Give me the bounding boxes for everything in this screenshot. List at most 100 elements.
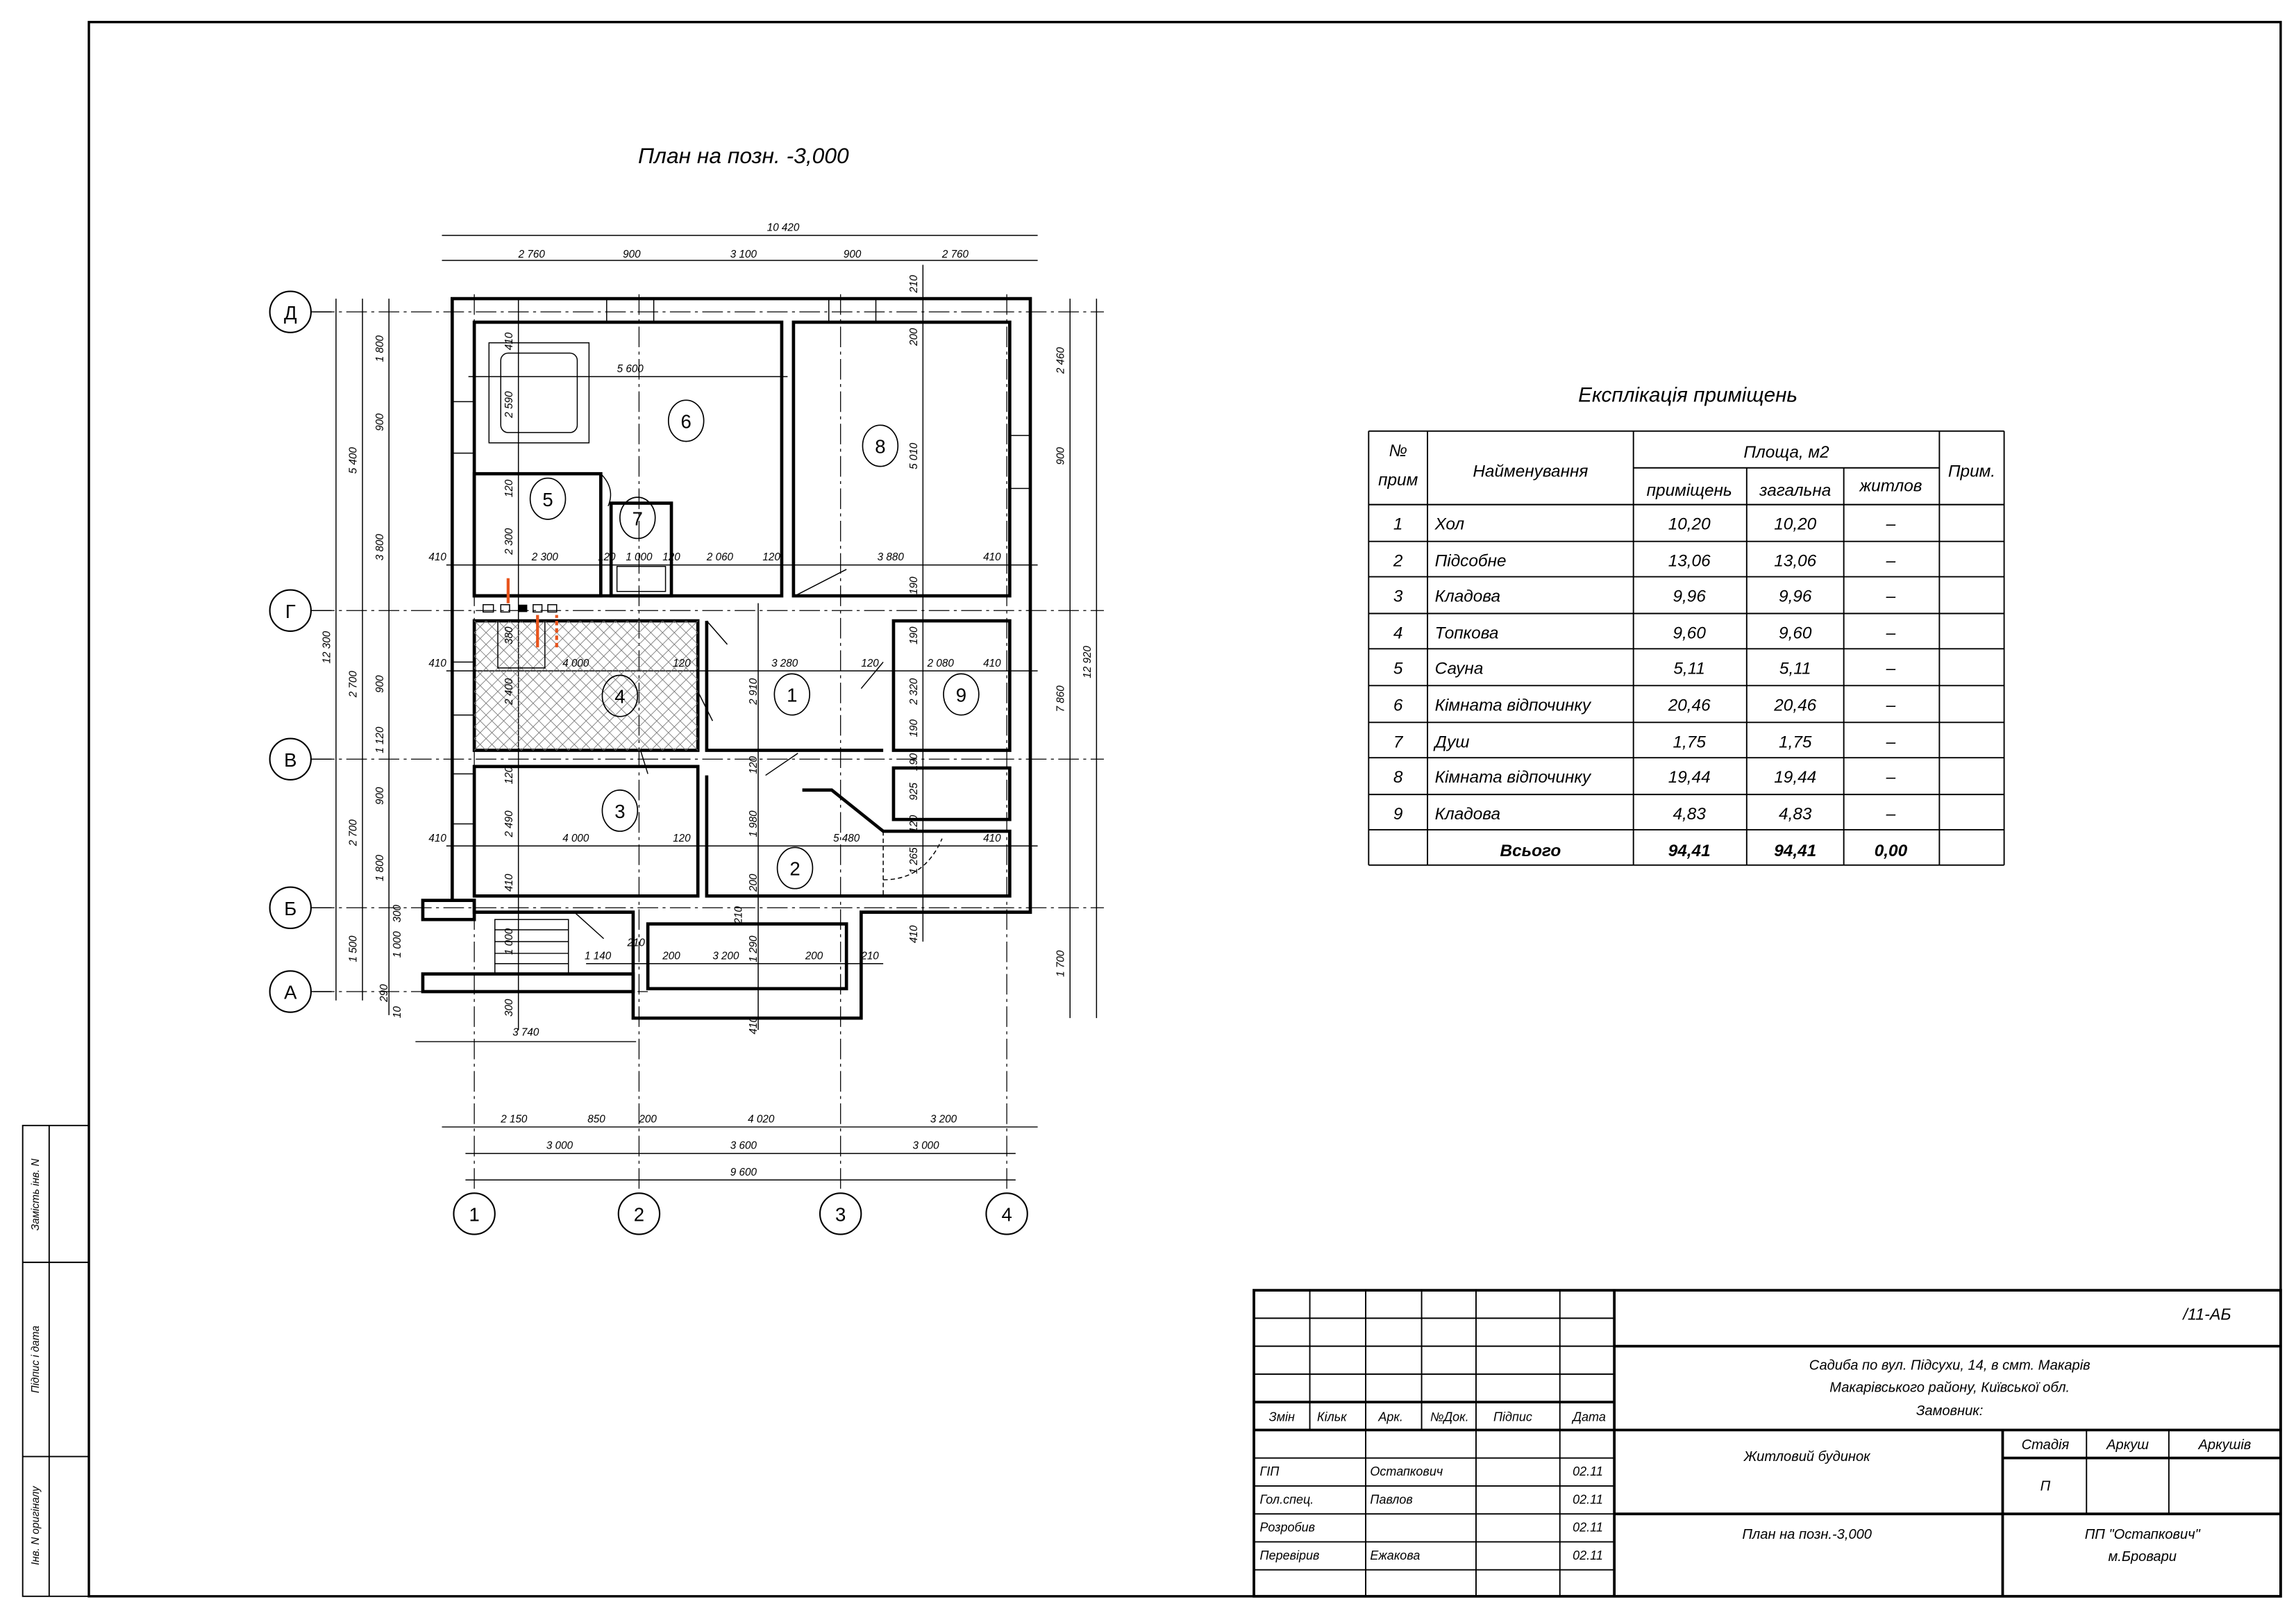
living-area: – xyxy=(1886,733,1896,751)
porch-slab xyxy=(421,972,635,994)
dimension-label: 2 080 xyxy=(927,658,955,669)
role: Розробив xyxy=(1260,1521,1316,1535)
room-number: 6 xyxy=(681,411,692,433)
sheet-header: Аркуш xyxy=(2106,1437,2149,1453)
window-left-2 xyxy=(451,661,475,716)
dimension-label: 200 xyxy=(638,1114,657,1126)
dimension-label: 1 800 xyxy=(374,335,386,362)
axis-label-2: В xyxy=(284,749,296,771)
room-num: 2 xyxy=(1393,552,1403,571)
dimension-label: 1 700 xyxy=(1055,950,1067,977)
dimension-label: 410 xyxy=(748,1017,760,1035)
room-name: Кладова xyxy=(1435,805,1500,824)
explication-table: Експлікація приміщень № прим Найменуванн… xyxy=(1368,383,2005,866)
dimension-label: 410 xyxy=(428,551,446,563)
dimension-label: 290 xyxy=(378,984,390,1003)
dimension-label: 410 xyxy=(503,874,515,892)
window-top-2 xyxy=(828,298,877,323)
axis-label-1: Г xyxy=(285,601,296,622)
dimension-label: 3 800 xyxy=(374,534,386,561)
dimension-label: 1 000 xyxy=(626,551,653,563)
porch-step xyxy=(421,899,476,921)
window-left-3 xyxy=(451,773,475,825)
axis-label-num-3: 4 xyxy=(1001,1204,1012,1226)
role: Гол.спец. xyxy=(1260,1492,1314,1506)
dimension-label: 2 320 xyxy=(908,678,920,706)
room-number: 3 xyxy=(614,801,625,822)
dimension-label: 1 500 xyxy=(348,935,360,962)
dimension-label: 2 910 xyxy=(748,678,760,706)
axis-label-num-2: 3 xyxy=(835,1204,846,1226)
dimension-label: 300 xyxy=(503,999,515,1017)
window-right xyxy=(1009,435,1031,490)
pit-outline xyxy=(646,922,848,991)
company-city: м.Бровари xyxy=(2109,1549,2177,1564)
dimension-label: 1 265 xyxy=(908,847,920,874)
dimension-label: 7 860 xyxy=(1055,685,1067,712)
company-name: ПП "Остапкович" xyxy=(2085,1527,2201,1542)
window-left-1 xyxy=(451,401,475,454)
sheet-frame xyxy=(87,21,2282,1598)
entrance-stairs xyxy=(494,919,569,975)
stamp-replacement-inv: Замість інв. N xyxy=(30,1158,42,1230)
header-num: № xyxy=(1389,442,1407,460)
living-area: – xyxy=(1886,515,1896,534)
role: Перевірив xyxy=(1260,1549,1320,1562)
dimension-label: 120 xyxy=(673,833,691,844)
dimension-label: 3 000 xyxy=(912,1140,939,1152)
room-name: Підсобне xyxy=(1435,552,1507,571)
total-area: 20,46 xyxy=(1773,696,1816,715)
room-9-outline xyxy=(891,619,1012,752)
room-name: Кладова xyxy=(1435,587,1500,606)
dimension-label: 2 460 xyxy=(1055,347,1067,374)
dimension-label: 3 740 xyxy=(512,1027,539,1039)
dimension-label: 300 xyxy=(392,904,403,922)
dimension-label: 410 xyxy=(983,833,1001,844)
dimension-label: 1 290 xyxy=(748,935,760,962)
room-tag xyxy=(773,673,811,716)
room-num: 9 xyxy=(1393,805,1403,824)
dimension-label: 1 000 xyxy=(503,928,515,955)
stair-outline xyxy=(891,766,1012,821)
sheet-title: План на позн.-3,000 xyxy=(1742,1527,1872,1542)
dimension-label: 190 xyxy=(908,576,920,594)
axis-bubble xyxy=(819,1192,862,1235)
axis-label-0: Д xyxy=(284,302,297,324)
utility-inlets xyxy=(483,578,558,669)
dimension-label: 4 000 xyxy=(562,833,589,844)
dimension-label: 120 xyxy=(503,479,515,497)
total-area: 4,83 xyxy=(1779,805,1812,824)
room-tag xyxy=(862,424,899,467)
dimension-label: 12 300 xyxy=(321,631,333,663)
axis-label-4: А xyxy=(284,982,297,1003)
total-area: 10,20 xyxy=(1774,515,1816,534)
dimension-label: 200 xyxy=(908,328,920,347)
living-area: – xyxy=(1886,659,1896,678)
dimension-label: 190 xyxy=(908,626,920,644)
stage-value: П xyxy=(2041,1478,2051,1494)
date: 02.11 xyxy=(1573,1464,1603,1478)
axis-bubble xyxy=(453,1192,496,1235)
sauna-stove xyxy=(488,342,590,444)
room-name: Кімната відпочинку xyxy=(1435,768,1592,787)
address-line-2: Макарівського району, Київської обл. xyxy=(1829,1380,2070,1395)
dimension-label: 3 000 xyxy=(546,1140,573,1152)
dimension-label: 4 000 xyxy=(562,658,589,669)
room-name: Душ xyxy=(1433,733,1470,751)
date: 02.11 xyxy=(1573,1521,1603,1535)
dimension-label: 120 xyxy=(908,815,920,833)
total-label: Всього xyxy=(1500,842,1561,860)
room-tag xyxy=(529,477,567,520)
room-area: 5,11 xyxy=(1673,659,1705,678)
living-area: – xyxy=(1886,552,1896,571)
living-area: – xyxy=(1886,696,1896,715)
room-number: 2 xyxy=(789,858,800,880)
total-area: 19,44 xyxy=(1774,768,1816,787)
title-block: /11-АБ Садиба по вул. Підсухи, 14, в смт… xyxy=(1252,1289,2282,1598)
plan-title: План на позн. -3,000 xyxy=(638,143,849,168)
